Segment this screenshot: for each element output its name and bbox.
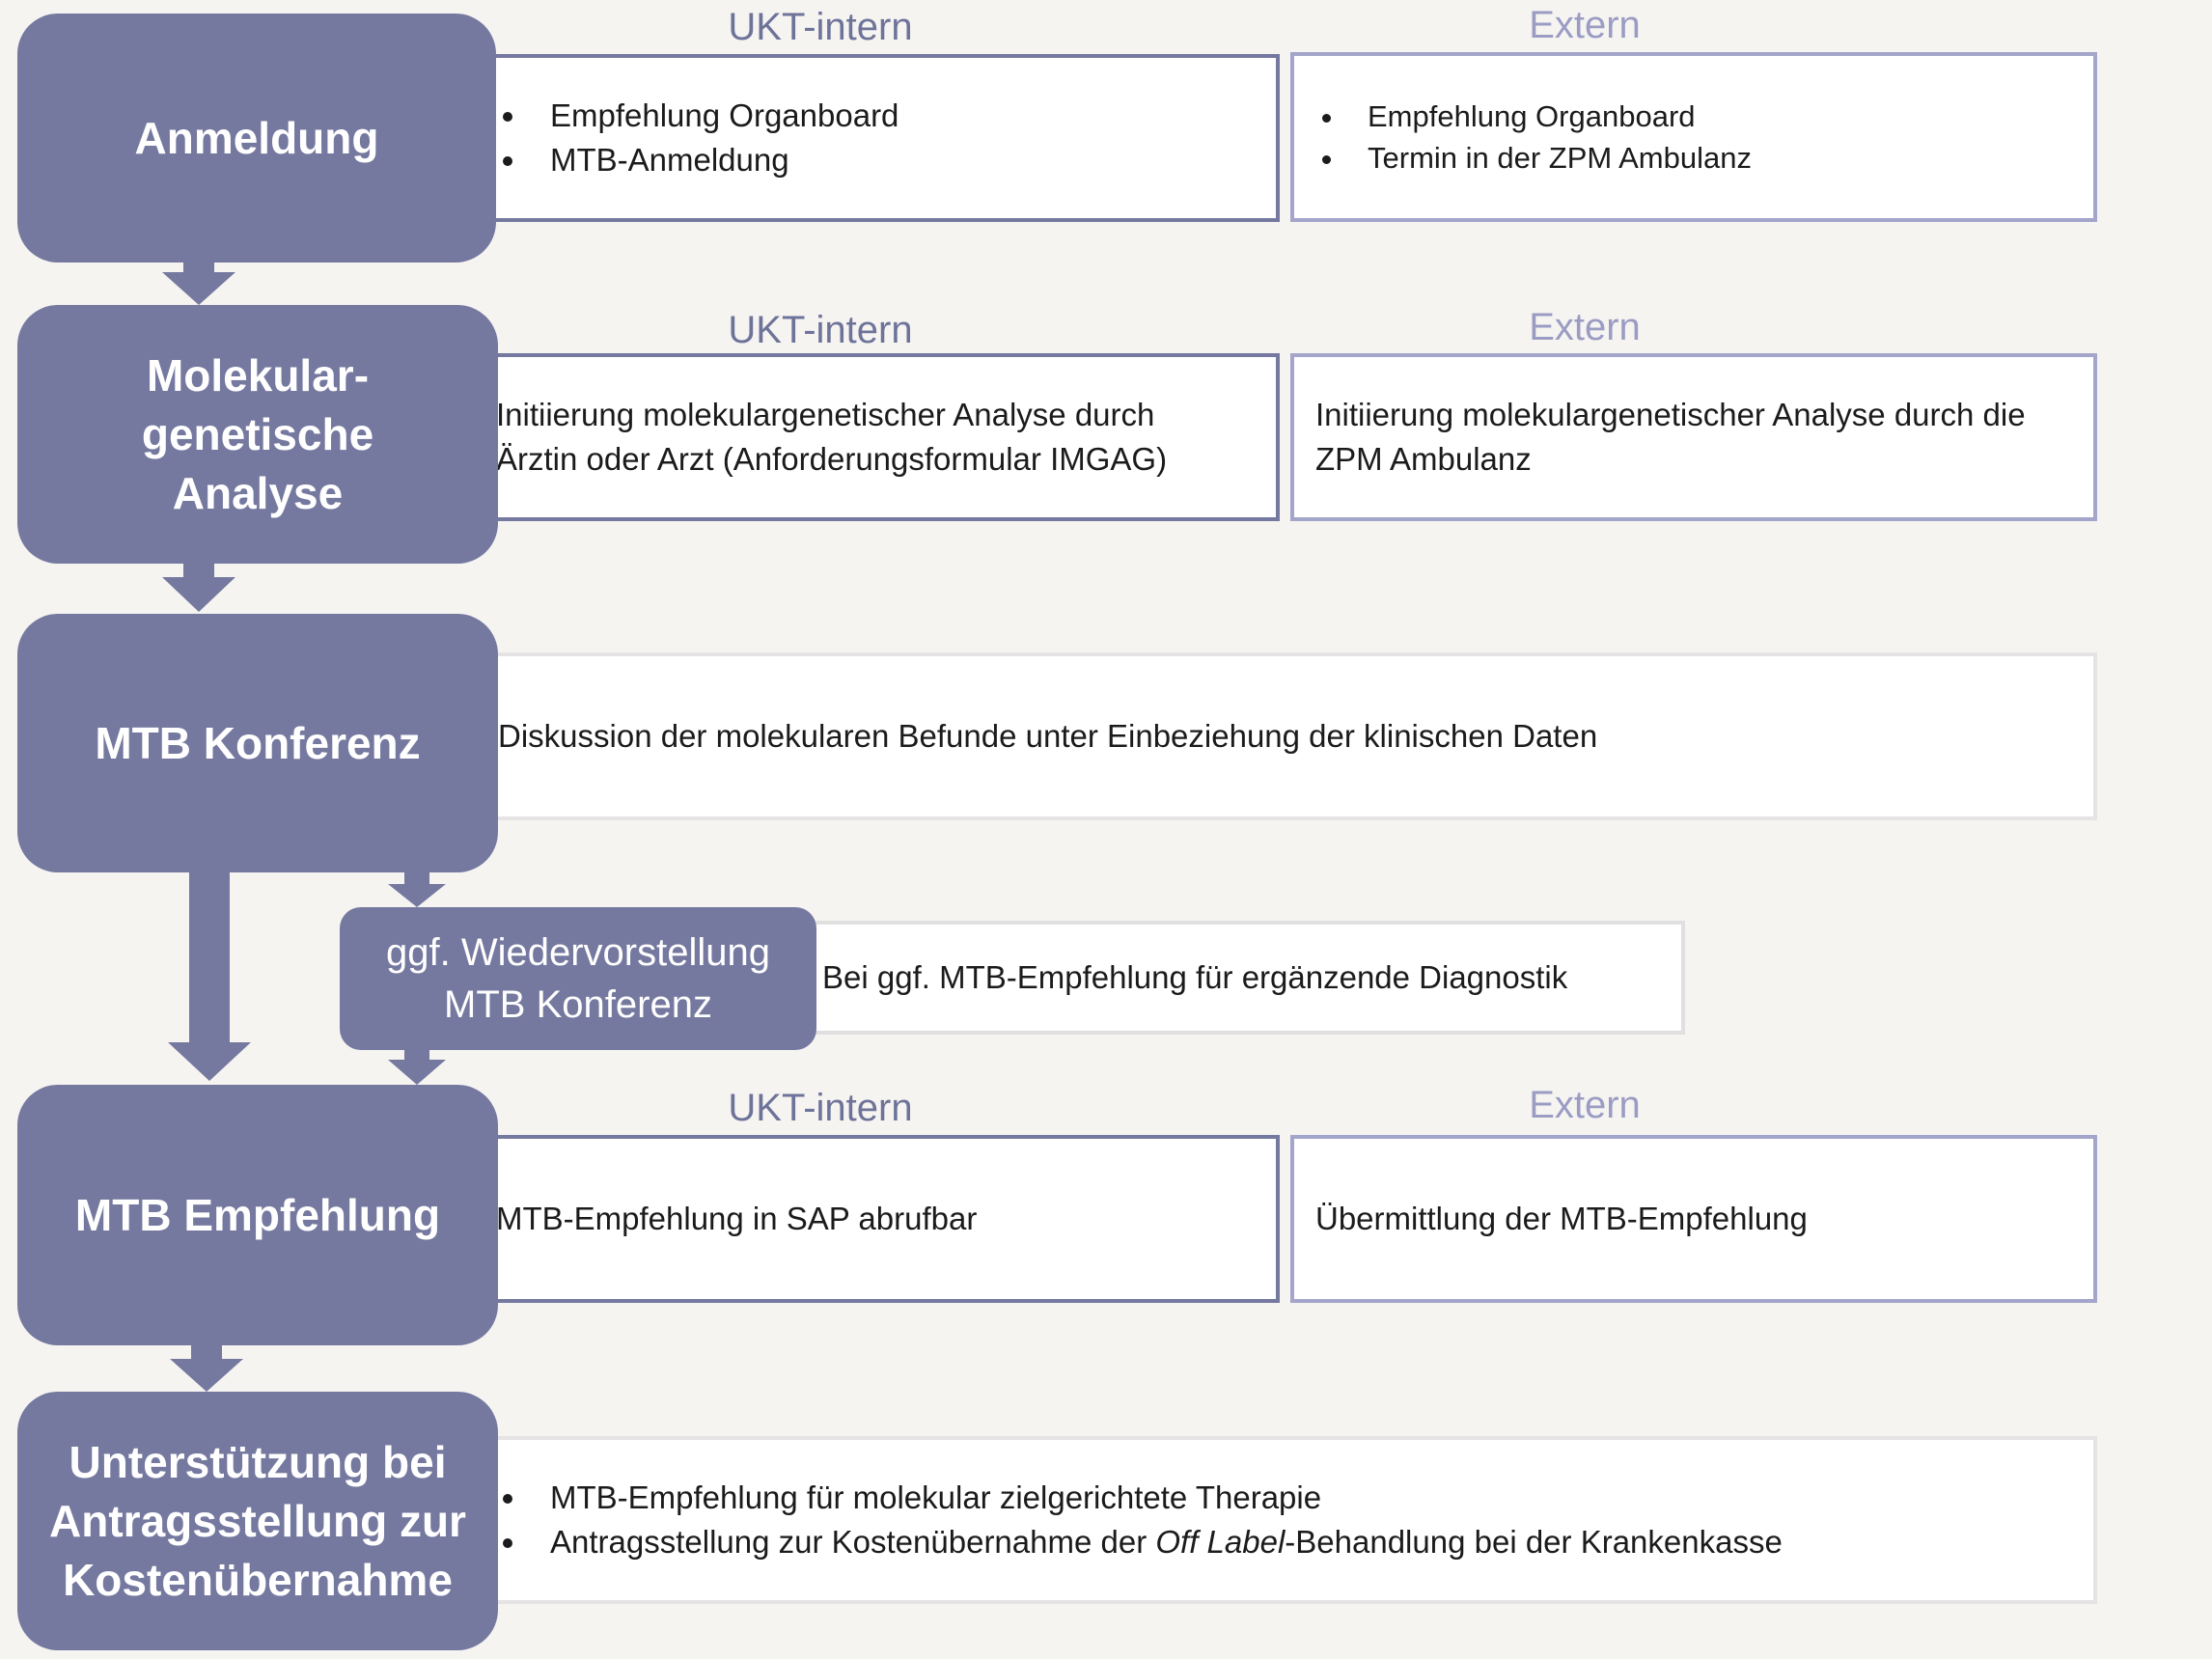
step-unterstuetzung: Unterstützung bei Antragsstellung zur Ko… bbox=[17, 1392, 498, 1650]
header-extern: Extern bbox=[1529, 4, 1641, 46]
empfehlung-extern-text: Übermittlung der MTB-Empfehlung bbox=[1315, 1201, 1808, 1236]
unterstuetzung-list: MTB-Empfehlung für molekular zielgericht… bbox=[488, 1476, 1783, 1564]
step-wiedervorstellung: ggf. Wiedervorstellung MTB Konferenz bbox=[340, 907, 816, 1050]
molekular-extern-text: Initiierung molekulargenetischer Analyse… bbox=[1315, 397, 2026, 477]
step-molekulargenetische-analyse: Molekular- genetische Analyse bbox=[17, 305, 498, 564]
list-item: Empfehlung Organboard bbox=[529, 94, 899, 138]
anmeldung-extern-list: Empfehlung Organboard Termin in der ZPM … bbox=[1306, 96, 1752, 179]
step-konferenz-label: MTB Konferenz bbox=[95, 717, 421, 768]
step-wiedervorstellung-label: ggf. Wiedervorstellung MTB Konferenz bbox=[386, 931, 770, 1026]
step-anmeldung: Anmeldung bbox=[17, 14, 496, 263]
step-empfehlung-label: MTB Empfehlung bbox=[74, 1189, 441, 1240]
list-item: Empfehlung Organboard bbox=[1346, 96, 1752, 137]
arrow-anmeldung-to-analyse bbox=[162, 259, 235, 305]
wiedervorstellung-text: Bei ggf. MTB-Empfehlung für ergänzende D… bbox=[822, 959, 1568, 995]
step-unterstuetzung-label: Unterstützung bei Antragsstellung zur Ko… bbox=[49, 1436, 466, 1605]
anmeldung-intern-list: Empfehlung Organboard MTB-Anmeldung bbox=[488, 94, 899, 182]
empfehlung-intern-box: MTB-Empfehlung in SAP abrufbar bbox=[473, 1135, 1280, 1303]
arrow-wiedervorstellung-to-empfehlung bbox=[388, 1048, 446, 1085]
header-intern: UKT-intern bbox=[728, 6, 913, 48]
anmeldung-intern-box: Empfehlung Organboard MTB-Anmeldung bbox=[473, 54, 1280, 222]
step-anmeldung-label: Anmeldung bbox=[134, 112, 379, 163]
step-mtb-konferenz: MTB Konferenz bbox=[17, 614, 498, 872]
header-intern: UKT-intern bbox=[728, 309, 913, 351]
molekular-extern-box: Initiierung molekulargenetischer Analyse… bbox=[1290, 353, 2097, 521]
arrow-empfehlung-to-unterstuetzung bbox=[170, 1341, 243, 1392]
arrow-konferenz-to-wiedervorstellung bbox=[388, 869, 446, 907]
konferenz-box: Diskussion der molekularen Befunde unter… bbox=[473, 652, 2097, 820]
empfehlung-intern-text: MTB-Empfehlung in SAP abrufbar bbox=[496, 1201, 978, 1236]
molekular-intern-box: Initiierung molekulargenetischer Analyse… bbox=[473, 353, 1280, 521]
molekular-intern-text: Initiierung molekulargenetischer Analyse… bbox=[496, 397, 1168, 477]
arrow-analyse-to-konferenz bbox=[162, 560, 235, 612]
empfehlung-extern-box: Übermittlung der MTB-Empfehlung bbox=[1290, 1135, 2097, 1303]
list-item: MTB-Anmeldung bbox=[529, 138, 899, 182]
unterstuetzung-item-2-post: -Behandlung bei der Krankenkasse bbox=[1285, 1524, 1783, 1560]
anmeldung-extern-box: Empfehlung Organboard Termin in der ZPM … bbox=[1290, 52, 2097, 222]
header-extern: Extern bbox=[1529, 1084, 1641, 1126]
list-item: MTB-Empfehlung für molekular zielgericht… bbox=[529, 1476, 1783, 1520]
list-item: Antragsstellung zur Kostenübernahme der … bbox=[529, 1520, 1783, 1564]
step-molekular-label: Molekular- genetische Analyse bbox=[141, 349, 374, 518]
header-extern: Extern bbox=[1529, 306, 1641, 348]
arrow-konferenz-to-empfehlung bbox=[168, 869, 251, 1081]
unterstuetzung-item-1: MTB-Empfehlung für molekular zielgericht… bbox=[550, 1479, 1322, 1515]
off-label-term: Off Label bbox=[1155, 1524, 1286, 1560]
list-item: Termin in der ZPM Ambulanz bbox=[1346, 137, 1752, 179]
unterstuetzung-box: MTB-Empfehlung für molekular zielgericht… bbox=[473, 1436, 2097, 1604]
step-mtb-empfehlung: MTB Empfehlung bbox=[17, 1085, 498, 1345]
wiedervorstellung-box: Bei ggf. MTB-Empfehlung für ergänzende D… bbox=[797, 921, 1685, 1035]
header-intern: UKT-intern bbox=[728, 1087, 913, 1129]
konferenz-text: Diskussion der molekularen Befunde unter… bbox=[498, 718, 1598, 754]
unterstuetzung-item-2-pre: Antragsstellung zur Kostenübernahme der bbox=[550, 1524, 1156, 1560]
